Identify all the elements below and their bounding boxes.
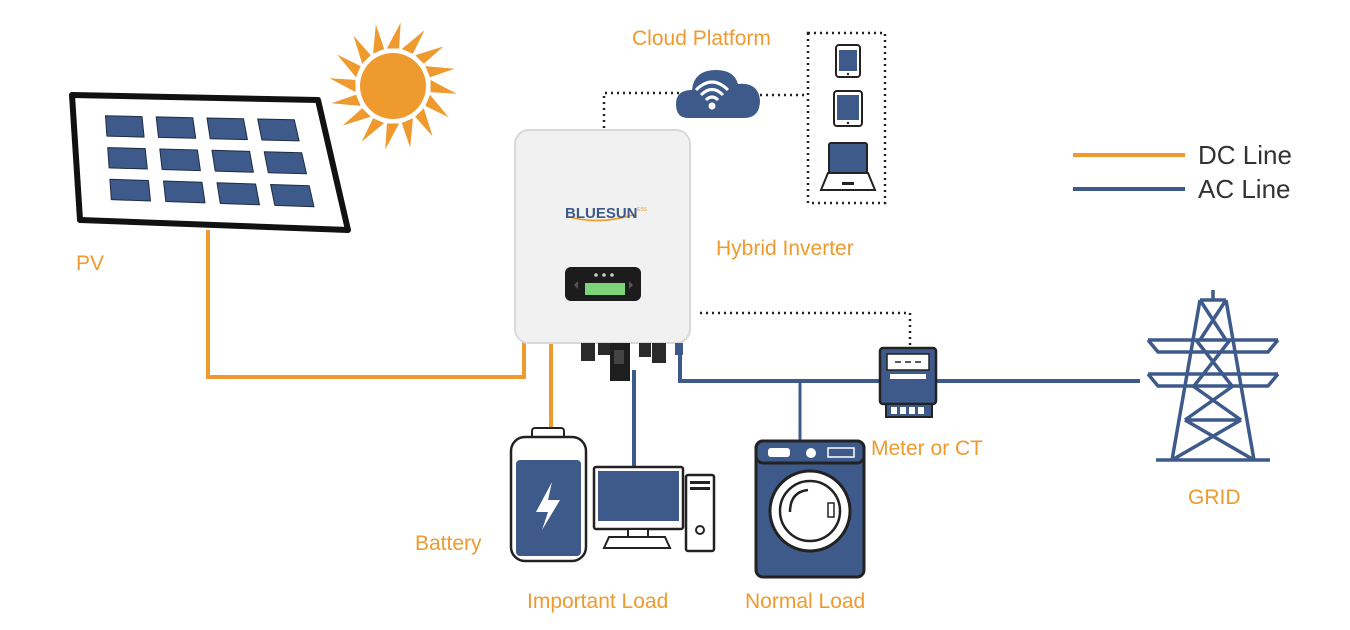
label-battery: Battery [415,532,482,555]
sun-icon [329,22,457,150]
solar-cell [163,180,206,204]
solar-cell [216,182,260,206]
phone-icon [835,44,861,78]
legend: DC Line AC Line [1073,140,1292,204]
meter-icon [878,346,938,418]
label-important-load: Important Load [527,590,668,613]
comm-line-meter [700,311,912,348]
label-normal-load: Normal Load [745,590,865,613]
hybrid-inverter: BLUESUN ESS [514,129,691,381]
devices-box [806,31,887,205]
comm-line-cloud [602,91,683,128]
solar-cell [105,115,145,138]
laptop-icon [819,142,877,191]
inverter-brand-sup: ESS [637,207,648,213]
label-cloud-platform: Cloud Platform [632,27,771,50]
label-hybrid-inverter: Hybrid Inverter [716,237,854,260]
transmission-tower-icon [1146,290,1280,462]
solar-cell [263,151,307,175]
solar-cell [155,116,197,139]
solar-cell [109,178,151,202]
inverter-brand: BLUESUN [565,205,638,222]
solar-cell [257,118,300,142]
label-meter: Meter or CT [871,437,983,460]
solar-panel-icon [69,92,351,233]
cloud-wifi-icon [676,70,760,118]
label-pv: PV [76,252,104,275]
battery-icon [509,427,588,563]
computer-icon [592,465,716,553]
solar-cell [159,148,201,172]
legend-ac-label: AC Line [1198,174,1291,204]
solar-cell [270,184,315,208]
dc-line-pv [206,230,526,379]
tablet-icon [833,90,863,127]
ac-line-grid [678,345,1140,383]
legend-dc-label: DC Line [1198,140,1292,170]
solar-cell [211,149,254,173]
solar-cell [206,117,248,141]
label-grid: GRID [1188,486,1241,509]
solar-cell [107,147,148,170]
washing-machine-icon [754,439,866,579]
